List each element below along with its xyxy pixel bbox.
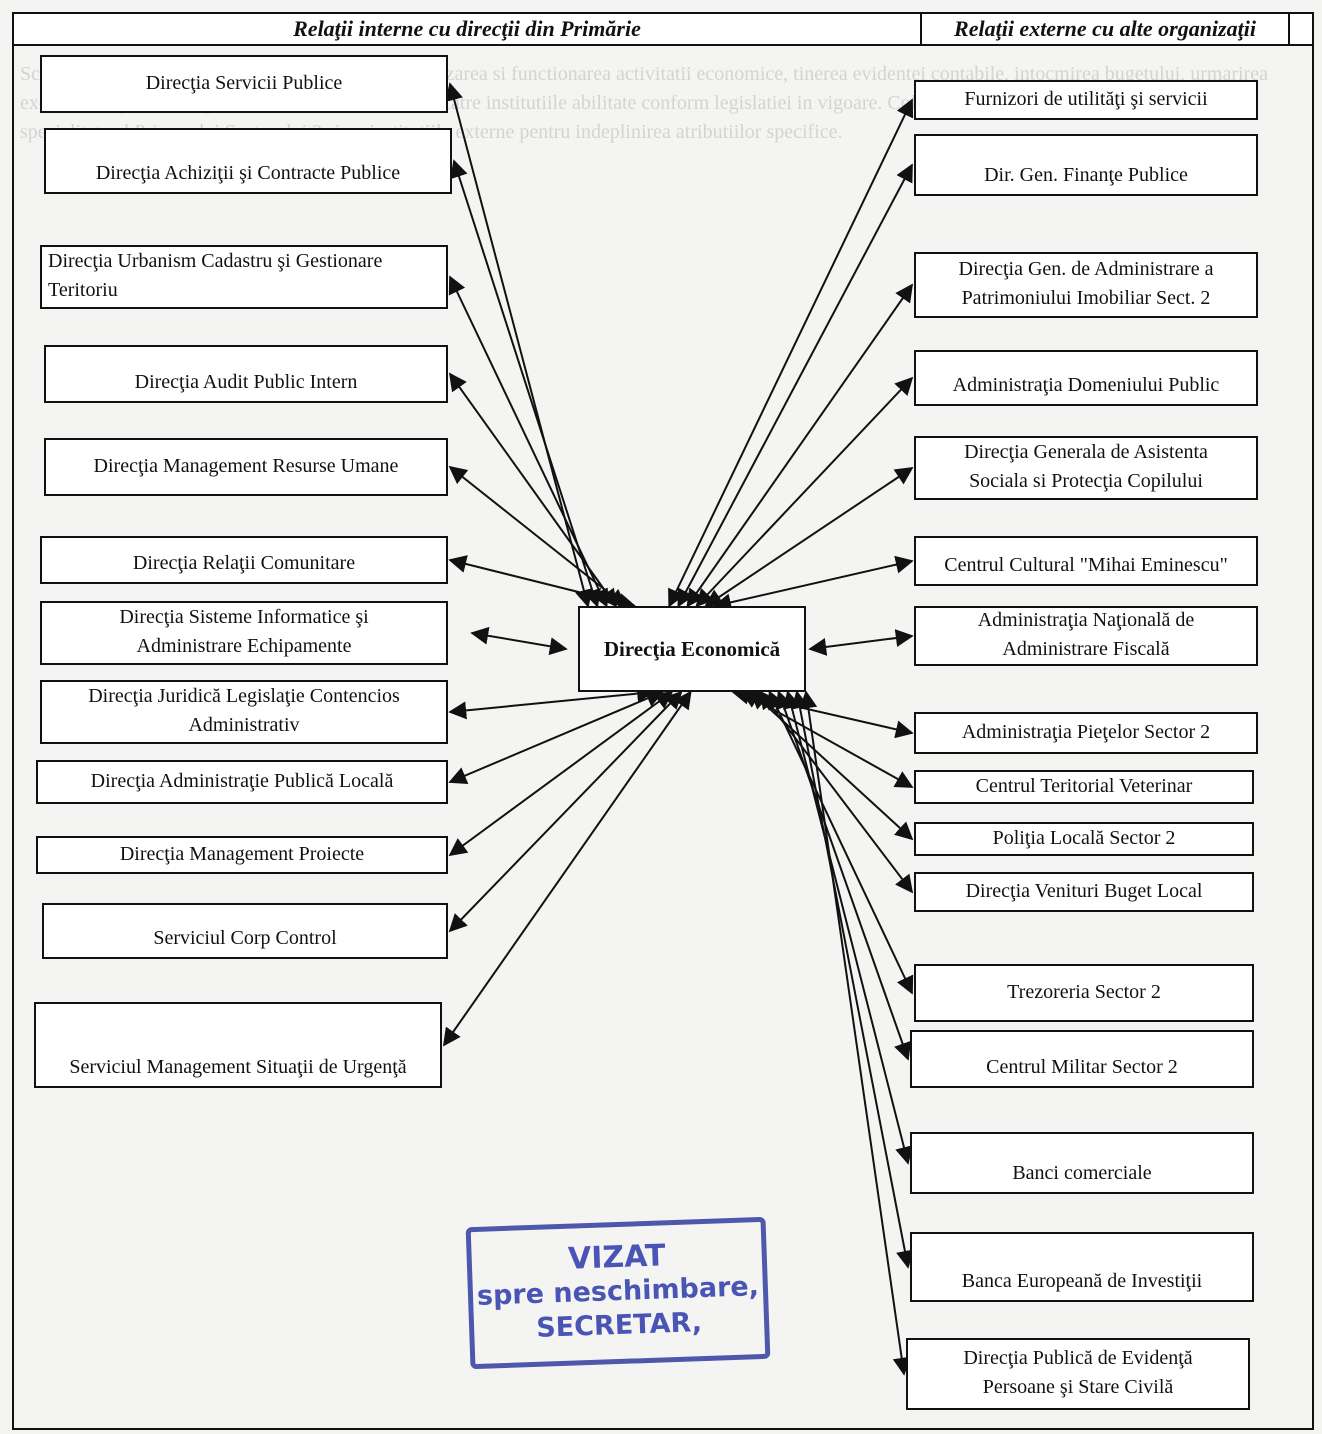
box-administratia-pietelor: Administraţia Pieţelor Sector 2 <box>914 712 1258 754</box>
box-directia-management-proiecte: Direcţia Management Proiecte <box>36 836 448 874</box>
arrow-i11 <box>448 690 683 933</box>
box-label: Poliţia Locală Sector 2 <box>992 826 1176 849</box>
box-dgapi: Direcţia Gen. de Administrare a Patrimoni… <box>914 252 1258 318</box>
box-label: Direcţia Sisteme Informatice şi <box>119 606 369 628</box>
box-label: Direcţia Audit Public Intern <box>134 371 358 393</box>
box-furnizori-utilitati: Furnizori de utilităţi şi servicii <box>914 80 1258 120</box>
box-label: Direcţia Urbanism Cadastru şi Gestionare <box>48 250 383 272</box>
arrow-i7 <box>470 626 568 656</box>
box-label: Persoane şi Stare Civilă <box>982 1376 1174 1398</box>
box-administratia-domeniului-public: Administraţia Domeniului Public <box>914 350 1258 406</box>
box-label: Administrare Fiscală <box>1002 638 1170 660</box>
box-directia-audit: Direcţia Audit Public Intern <box>44 345 448 403</box>
arrow-e8 <box>731 686 914 739</box>
box-label: Patrimoniului Imobiliar Sect. 2 <box>961 287 1211 309</box>
box-label: Direcţia Generala de Asistenta <box>964 441 1208 463</box>
box-banci-comerciale: Banci comerciale <box>910 1132 1254 1194</box>
arrow-i1 <box>445 82 593 608</box>
arrow-e16 <box>799 690 911 1376</box>
box-directia-sisteme-informatice: Direcţia Sisteme Informatice şi Administr… <box>40 601 448 665</box>
box-centrul-cultural: Centrul Cultural "Mihai Eminescu" <box>914 536 1258 586</box>
box-anaf: Administraţia Naţională de Administrare F… <box>914 606 1258 666</box>
box-directia-administratie-publica: Direcţia Administraţie Publică Locală <box>36 760 448 804</box>
box-label: Centrul Cultural "Mihai Eminescu" <box>944 554 1228 576</box>
box-label: Direcţia Gen. de Administrare a <box>958 258 1214 280</box>
box-label: Direcţia Administraţie Publică Locală <box>90 769 394 792</box>
box-label: Administraţia Pieţelor Sector 2 <box>961 720 1211 743</box>
box-directia-achizitii: Direcţia Achiziţii şi Contracte Publice <box>44 128 452 194</box>
box-directia-servicii-publice: Direcţia Servicii Publice <box>40 55 448 113</box>
arrow-e15 <box>791 690 914 1269</box>
box-label: Direcţia Servicii Publice <box>145 71 343 94</box>
vizat-stamp: VIZAT spre neschimbare, SECRETAR, <box>465 1216 771 1370</box>
box-banca-europeana: Banca Europeană de Investiţii <box>910 1232 1254 1302</box>
box-label: Direcţia Venituri Buget Local <box>965 879 1203 902</box>
box-politia-locala: Poliţia Locală Sector 2 <box>914 822 1254 856</box>
box-label: Centrul Teritorial Veterinar <box>975 774 1193 797</box>
arrow-i9 <box>448 690 665 784</box>
box-label: Direcţia Publică de Evidenţă <box>963 1347 1193 1369</box>
box-label: Centrul Militar Sector 2 <box>986 1056 1178 1078</box>
arrow-e13 <box>775 690 912 1061</box>
box-label: Furnizori de utilităţi şi servicii <box>964 87 1208 110</box>
box-label: Sociala si Protecţia Copilului <box>969 470 1203 492</box>
arrow-i10 <box>448 690 674 857</box>
arrow-e12 <box>768 690 914 995</box>
box-serviciul-corp-control: Serviciul Corp Control <box>42 903 448 959</box>
box-directia-relatii-comunitare: Direcţia Relaţii Comunitare <box>40 536 448 584</box>
box-label: Teritoriu <box>48 279 118 301</box>
box-centrul-militar: Centrul Militar Sector 2 <box>910 1030 1254 1088</box>
box-label: Direcţia Management Proiecte <box>119 842 365 865</box>
box-label: Serviciul Management Situaţii de Urgenţă <box>69 1056 407 1078</box>
center-box-directia-economica: Direcţia Economică <box>578 606 806 692</box>
arrow-e14 <box>783 690 913 1165</box>
box-dir-gen-finante: Dir. Gen. Finanţe Publice <box>914 134 1258 196</box>
arrow-i5 <box>448 465 627 608</box>
box-label: Serviciul Corp Control <box>153 927 337 949</box>
header-empty-cell <box>1288 12 1314 46</box>
arrow-e7 <box>808 629 914 656</box>
internal-relations-header: Relaţii interne cu direcţii din Primărie <box>12 12 922 46</box>
arrow-i6 <box>448 555 637 611</box>
box-label: Dir. Gen. Finanţe Publice <box>984 164 1188 186</box>
box-label: Direcţia Management Resurse Umane <box>93 454 399 477</box>
box-label: Banca Europeană de Investiţii <box>961 1270 1203 1292</box>
external-relations-header: Relaţii externe cu alte organizaţii <box>920 12 1290 46</box>
box-label: Trezoreria Sector 2 <box>1007 980 1161 1003</box>
box-label: Direcţia Achiziţii şi Contracte Publice <box>95 162 401 184</box>
box-label: Administrativ <box>188 714 300 736</box>
box-directia-venituri: Direcţia Venituri Buget Local <box>914 872 1254 912</box>
arrow-e6 <box>713 555 914 612</box>
box-serviciul-situatii-urgenta: Serviciul Management Situaţii de Urgenţă <box>34 1002 442 1088</box>
box-label: Administraţia Domeniului Public <box>952 374 1220 396</box>
arrow-e4 <box>695 376 914 608</box>
box-label: Banci comerciale <box>1012 1162 1152 1184</box>
box-trezoreria: Trezoreria Sector 2 <box>914 964 1254 1022</box>
box-label: Administraţia Naţională de <box>977 609 1195 631</box>
box-centrul-veterinar: Centrul Teritorial Veterinar <box>914 770 1254 804</box>
box-directia-resurse-umane: Direcţia Management Resurse Umane <box>44 438 448 496</box>
arrow-i3 <box>448 275 608 608</box>
arrow-e2 <box>677 163 913 608</box>
arrow-i12 <box>442 690 692 1047</box>
box-label: Administrare Echipamente <box>136 635 352 657</box>
box-label: Direcţia Relaţii Comunitare <box>132 552 356 574</box>
box-label: Direcţia Juridică Legislaţie Contencios <box>88 685 400 707</box>
arrow-e1 <box>668 98 914 608</box>
box-directia-urbanism: Direcţia Urbanism Cadastru şi Gestionare… <box>40 245 448 309</box>
